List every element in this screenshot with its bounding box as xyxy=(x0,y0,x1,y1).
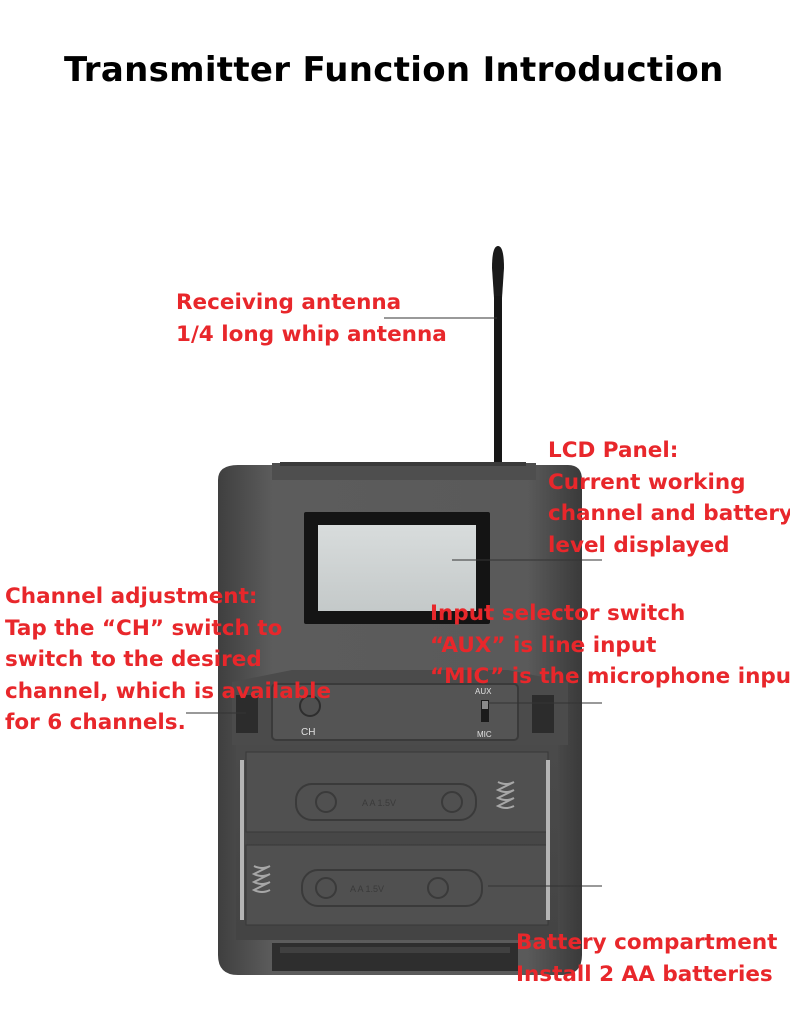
input-label-line-2: “AUX” is line input xyxy=(430,632,657,658)
channel-label-line-1: Channel adjustment: xyxy=(5,584,258,609)
battery-label: Battery compartment Install 2 AA batteri… xyxy=(516,927,777,990)
leader-lines xyxy=(186,317,602,887)
lcd-label-line-3: channel and battery xyxy=(548,501,790,526)
antenna-label-line-2: 1/4 long whip antenna xyxy=(176,321,447,347)
battery-label-line-1: Battery compartment xyxy=(516,930,778,955)
mic-label: MIC xyxy=(477,730,492,739)
input-label-line-3: “MIC” is the microphone input xyxy=(430,664,790,689)
control-strip: CH AUX MIC xyxy=(232,670,568,745)
ch-button xyxy=(299,695,321,717)
antenna-label-line-1: Receiving antenna xyxy=(176,290,402,315)
lcd-panel xyxy=(304,512,490,624)
input-label-line-1: Input selector switch xyxy=(430,601,686,626)
lcd-label: LCD Panel: Current working channel and b… xyxy=(548,435,790,561)
antenna xyxy=(492,246,504,466)
battery-label-line-2: Install 2 AA batteries xyxy=(516,961,773,987)
lcd-label-line-1: LCD Panel: xyxy=(548,438,679,463)
channel-label-line-4: channel, which is available xyxy=(5,678,332,704)
channel-label-line-2: Tap the “CH” switch to xyxy=(5,615,283,641)
svg-text:A A 1.5V: A A 1.5V xyxy=(362,798,396,808)
input-selector-switch xyxy=(481,700,489,722)
aux-label: AUX xyxy=(475,687,492,696)
lcd-label-line-2: Current working xyxy=(548,469,746,495)
lcd-label-line-4: level displayed xyxy=(548,532,730,558)
channel-label: Channel adjustment: Tap the “CH” switch … xyxy=(5,581,331,739)
page-title: Transmitter Function Introduction xyxy=(64,50,724,90)
channel-label-line-5: for 6 channels. xyxy=(5,710,186,735)
input-selector-label: Input selector switch “AUX” is line inpu… xyxy=(430,598,790,693)
bottom-slot xyxy=(272,943,518,971)
svg-text:A A 1.5V: A A 1.5V xyxy=(350,884,384,894)
antenna-label: Receiving antenna 1/4 long whip antenna xyxy=(176,287,447,350)
ch-label: CH xyxy=(301,727,315,738)
battery-compartment: A A 1.5V A A 1.5V xyxy=(236,745,558,940)
channel-label-line-3: switch to the desired xyxy=(5,647,262,672)
